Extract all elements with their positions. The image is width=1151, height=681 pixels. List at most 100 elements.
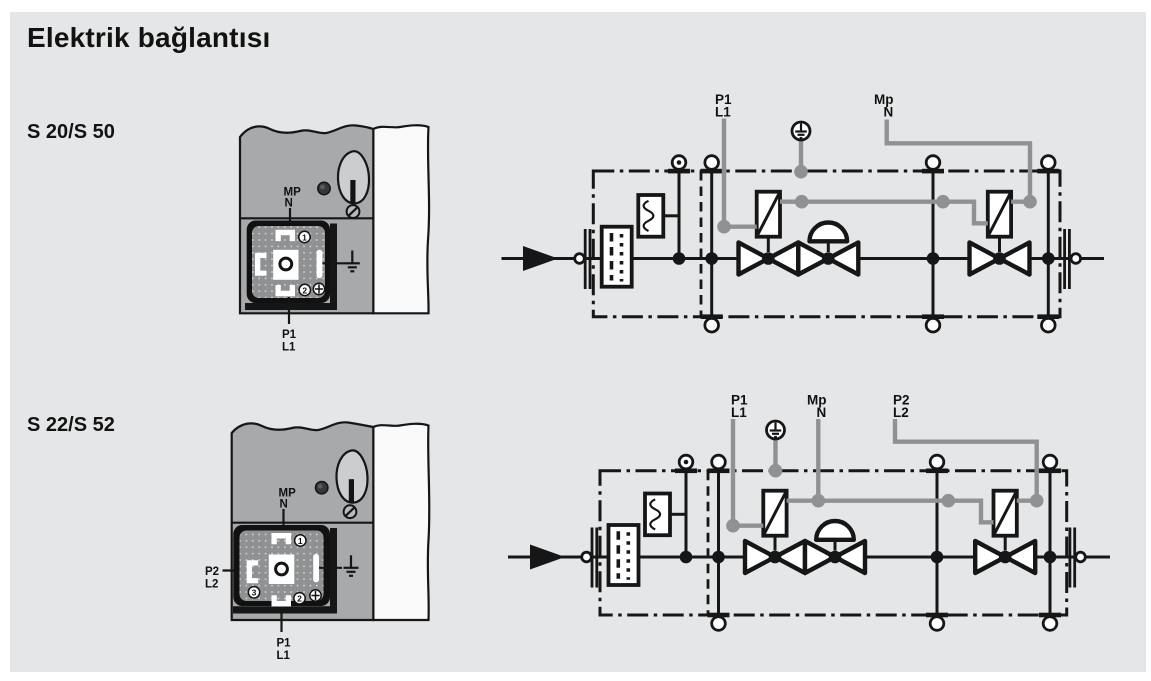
earth-screw-icon [312,282,326,296]
earth-ground-icon [319,555,359,577]
earth-contact-slot [316,249,323,279]
terminal-label-l1: L1 [277,650,291,662]
outlet-flange [1063,229,1066,289]
pin-2-badge [298,283,312,297]
pressure-regulator-dome-icon [807,220,850,244]
screw-slot [347,206,359,217]
wire-label-p1: P1 [715,92,732,107]
terminal-label-mp: MP [279,488,297,500]
unit-boundary [598,469,1069,617]
wire-p1 [730,419,764,528]
terminal-label-p1: P1 [282,329,297,341]
pin-2-number: 2 [297,594,302,604]
cable-entry-ring [274,561,289,577]
terminal-label-n: N [280,499,288,511]
indicator-slot [348,479,354,503]
cable-entry-block [268,554,295,584]
pin-3-badge [247,585,261,599]
flow-schematic-s20: P1 L1 Mp N [501,92,1104,334]
outlet-flange-2 [1068,229,1071,289]
pressure-switch-icon [643,491,686,538]
filter-icon [606,523,641,587]
pin-1-badge [293,534,307,547]
terminal-label-l1: L1 [282,342,296,354]
terminal-3-contact [246,560,259,584]
model-label-s20-s50: S 20/S 50 [27,121,115,143]
unit-boundary [591,169,1062,319]
screw-highlight [320,184,325,190]
terminal-2-contact [275,285,295,297]
solenoid-valve-icon-v1 [742,488,808,576]
outlet-port [1074,550,1087,564]
terminal-2-contact [271,595,291,607]
solenoid-valve-icon-v2 [973,488,1038,576]
screw-highlight [317,483,323,489]
inlet-flange-2 [588,229,592,289]
inlet-flange [583,229,587,289]
indicator-slot [350,180,356,204]
protective-earth-circle-icon [765,419,786,441]
pin-3-number: 3 [252,588,257,598]
pin-2-badge [293,591,306,605]
inlet-flange-2 [595,527,599,588]
pressure-switch-icon [636,193,679,239]
page-title: Elektrik bağlantısı [27,22,271,53]
solenoid-valve-icon-v2 [967,189,1032,277]
indicator-dome [336,150,371,205]
cable-entry-block [273,249,299,280]
pressure-regulator-dome-icon [814,518,856,542]
terminal-label-p2: P2 [205,566,219,578]
earth-screw-icon [309,589,322,602]
pressure-regulator-icon [802,518,868,576]
pin-1-number: 1 [302,232,307,242]
test-point-icons-top [668,154,1060,174]
wire-p1 [721,118,757,229]
terminal-1-contact [271,533,291,545]
screw-slot [344,506,356,517]
inlet-port [573,252,586,265]
test-point-icons-top [675,453,1061,474]
wire-p2 [892,419,1039,501]
earth-contact-slot [313,554,319,583]
wire-mp [884,119,1033,202]
wire-label-p1: P1 [731,393,748,408]
model-label-s22-s52: S 22/S 52 [27,414,115,436]
gas-inlet-arrow-icon [530,544,565,570]
pin-2-number: 2 [302,285,307,295]
inlet-flange [590,527,594,588]
pin-1-number: 1 [298,536,303,546]
wire-neutral-bus [780,199,988,226]
connector-drawing-s22: MP N P2 L2 1 3 2 [205,421,431,662]
wire-label-mp: Mp [807,393,827,408]
filter-icon [599,224,634,289]
pipe-section [372,422,431,622]
protective-earth-circle-icon [790,120,812,142]
wire-label-mp: Mp [874,92,894,107]
pipe-section [372,124,431,315]
test-point-icons-bottom [707,612,1061,632]
test-point-icons-bottom [700,314,1060,334]
outlet-flange [1068,527,1072,588]
flow-schematic-s22: P1 L1 Mp N P2 L2 [508,393,1110,632]
pin-1-badge [298,230,311,244]
gas-inlet-arrow-icon [523,246,558,271]
pressure-regulator-icon [796,220,861,277]
wire-label-p2: P2 [893,393,910,408]
connector-drawing-s20: MP N 1 2 [238,124,431,354]
terminal-label-mp: MP [284,187,302,199]
wire-label-n: N [884,105,894,120]
content-panel [10,12,1146,672]
terminal-1-contact [275,229,295,242]
earth-ground-icon [322,250,360,273]
terminal-left-contact [255,252,267,276]
solenoid-valve-icon-v1 [736,189,801,277]
wire-neutral-bus [786,498,994,525]
inlet-port [580,550,593,564]
wire-label-l1: L1 [715,105,731,120]
terminal-label-p1: P1 [277,638,292,650]
cable-entry-ring [278,256,294,272]
outlet-port [1069,252,1083,265]
wire-label-l2: L2 [893,405,909,420]
